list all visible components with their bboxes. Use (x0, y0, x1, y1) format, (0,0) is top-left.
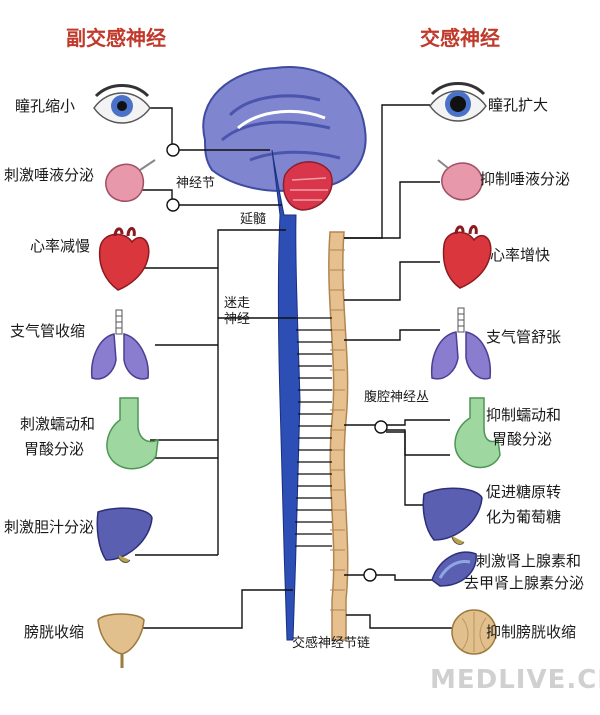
left-label-heart: 心率减慢 (30, 237, 91, 255)
right-label-bronchi: 支气管舒张 (486, 328, 562, 346)
right-label-stomach-1: 抑制蠕动和 (486, 406, 562, 424)
center-label-medulla: 延髓 (240, 212, 267, 227)
left-label-stomach-1: 刺激蠕动和 (20, 415, 96, 433)
cord-to-chain-connectors (295, 317, 332, 547)
bladder-right-icon (451, 609, 497, 655)
sympathetic-title: 交感神经 (420, 26, 500, 50)
cerebellum (282, 161, 333, 211)
adrenal-gland-right-icon (431, 551, 477, 587)
left-label-bladder: 膀胱收缩 (24, 623, 85, 641)
left-label-bile: 刺激胆汁分泌 (4, 518, 95, 536)
right-label-pupil: 瞳孔扩大 (488, 96, 549, 114)
center-label-ganglion: 神经节 (176, 176, 216, 191)
right-label-adrenal-2: 去甲肾上腺素分泌 (464, 574, 585, 592)
center-label-vagus-1: 迷走 (224, 296, 251, 311)
center-label-celiac-plexus: 腹腔神经丛 (364, 390, 430, 405)
right-label-heart: 心率增快 (490, 246, 551, 264)
right-label-glycogen-1: 促进糖原转 (486, 483, 562, 501)
heart-right-icon (442, 225, 492, 289)
left-label-pupil: 瞳孔缩小 (15, 97, 76, 115)
sympathetic-chain (328, 231, 349, 641)
salivary-gland-left-icon (105, 159, 156, 202)
right-label-adrenal-1: 刺激肾上腺素和 (476, 552, 582, 570)
eye-left-icon (93, 84, 151, 124)
liver-left-icon (96, 507, 153, 563)
heart-left-icon (98, 227, 150, 291)
bladder-left-icon (97, 613, 145, 668)
right-label-bladder: 抑制膀胱收缩 (486, 623, 577, 641)
stomach-left-icon (106, 397, 159, 470)
ganglion-eye (166, 143, 180, 157)
lungs-right-icon (430, 307, 492, 380)
left-label-bronchi: 支气管收缩 (10, 322, 86, 340)
left-label-stomach-2: 胃酸分泌 (24, 440, 85, 458)
right-label-glycogen-2: 化为葡萄糖 (486, 508, 562, 526)
liver-right-icon (422, 487, 483, 545)
stomach-right-icon (454, 397, 501, 469)
adrenal-ganglion (363, 568, 377, 582)
sympathetic-nerves (344, 104, 460, 629)
center-label-sympathetic-chain: 交感神经节链 (292, 636, 371, 651)
right-label-stomach-2: 胃酸分泌 (492, 430, 553, 448)
parasympathetic-nerves (135, 107, 296, 629)
ganglion-saliva (166, 198, 180, 212)
center-label-vagus-2: 神经 (224, 312, 251, 327)
watermark: MEDLIVE.CN (430, 665, 600, 695)
left-label-saliva: 刺激唾液分泌 (4, 166, 95, 184)
brain (202, 66, 367, 192)
lungs-left-icon (90, 309, 149, 380)
salivary-gland-right-icon (437, 159, 483, 201)
right-label-saliva: 抑制唾液分泌 (480, 170, 571, 188)
parasympathetic-title: 副交感神经 (66, 26, 166, 50)
celiac-ganglion (374, 420, 388, 434)
spinal-cord (271, 149, 301, 641)
eye-right-icon (429, 82, 487, 122)
